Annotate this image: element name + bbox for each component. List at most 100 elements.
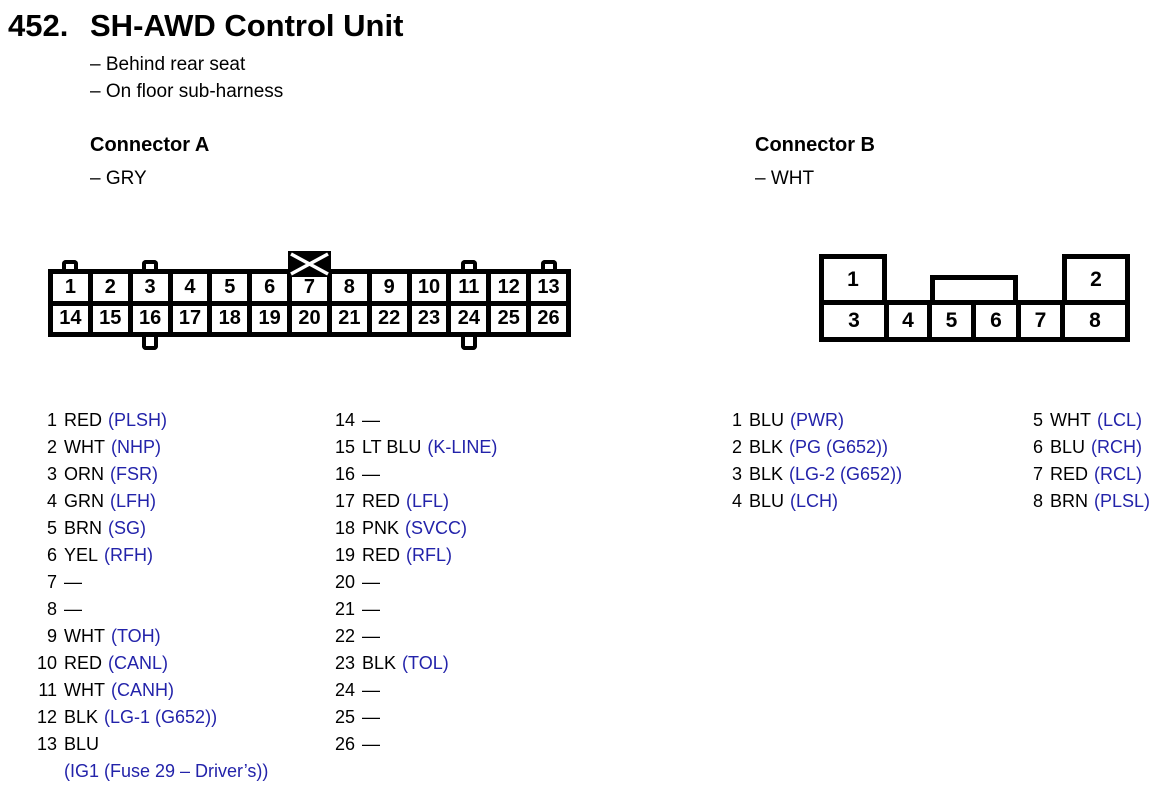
pin-number: 5 <box>1032 410 1043 430</box>
connector-a-cavity: 6 <box>252 274 288 301</box>
location-note-2: – On floor sub-harness <box>90 81 284 102</box>
connector-a-cavity: 12 <box>491 274 527 301</box>
pin-number: 16 <box>334 464 355 484</box>
wire-color: BLU <box>64 734 100 754</box>
connector-a-cavity: 1 <box>53 274 88 301</box>
pin-row: 8— <box>31 596 268 623</box>
connector-a-cavity: 25 <box>491 305 527 332</box>
connector-b-cavity: 2 <box>1062 254 1130 305</box>
pin-line: 22— <box>329 623 497 650</box>
connector-a-cavity: 8 <box>331 274 367 301</box>
connector-a-cavity: 11 <box>451 274 487 301</box>
pin-line: 21— <box>329 596 497 623</box>
wire-color: GRN <box>64 491 104 511</box>
wire-color: PNK <box>362 518 400 538</box>
wire-color: — <box>362 410 380 430</box>
pin-number: 20 <box>334 572 355 592</box>
signal-label: (K-LINE) <box>427 437 498 457</box>
connector-a-cavity: 14 <box>53 305 88 332</box>
pin-number: 21 <box>334 599 355 619</box>
wire-color: BLU <box>749 491 785 511</box>
pin-row: 7— <box>31 569 268 596</box>
signal-label: (PG (G652)) <box>789 437 889 457</box>
wire-color: — <box>362 707 380 727</box>
pin-number: 19 <box>334 545 355 565</box>
pin-number: 7 <box>1032 464 1043 484</box>
wire-color: — <box>362 680 380 700</box>
pin-number: 2 <box>46 437 57 457</box>
signal-label: (LFH) <box>110 491 156 511</box>
section-title: SH-AWD Control Unit <box>90 8 404 43</box>
pin-line: 24 — <box>329 677 497 704</box>
pin-line: 14 — <box>329 407 497 434</box>
pin-number: 7 <box>46 572 57 592</box>
wire-color: BRN <box>64 518 103 538</box>
pin-number: 14 <box>334 410 355 430</box>
pin-number: 1 <box>731 410 742 430</box>
connector-b-cavity: 3 <box>824 305 884 337</box>
pin-number: 24 <box>334 680 355 700</box>
connector-a-cavity: 5 <box>212 274 248 301</box>
connector-b-cavity: 4 <box>889 305 927 337</box>
wire-color: — <box>362 626 380 646</box>
wire-color: — <box>64 572 82 592</box>
connector-a-cavity: 13 <box>531 274 566 301</box>
pin-number: 18 <box>334 518 355 538</box>
pin-number: 1 <box>46 410 57 430</box>
pin-line: 26— <box>329 731 497 758</box>
connector-a-cavity: 21 <box>331 305 367 332</box>
connector-a-key-mark-icon <box>288 251 331 277</box>
connector-a-cavity: 18 <box>212 305 248 332</box>
connector-a-cavity: 9 <box>371 274 407 301</box>
wire-color: WHT <box>64 437 105 457</box>
wire-color: — <box>362 734 380 754</box>
pin-number: 6 <box>46 545 57 565</box>
pin-number: 6 <box>1032 437 1043 457</box>
wire-color: WHT <box>1050 410 1091 430</box>
pin-number: 11 <box>38 680 57 700</box>
wire-color: ORN <box>64 464 104 484</box>
pin-row: 22— <box>329 623 497 650</box>
signal-label: (FSR) <box>110 464 158 484</box>
wire-color: YEL <box>64 545 99 565</box>
pin-number: 4 <box>46 491 57 511</box>
signal-label: (CANL) <box>108 653 169 673</box>
wire-color: BRN <box>1050 491 1089 511</box>
wire-color: RED <box>362 545 401 565</box>
signal-label: (TOL) <box>402 653 449 673</box>
connector-a-cavity: 17 <box>172 305 208 332</box>
wire-color: RED <box>1050 464 1089 484</box>
signal-label: (RCL) <box>1094 464 1143 484</box>
signal-label: (TOH) <box>110 626 161 646</box>
